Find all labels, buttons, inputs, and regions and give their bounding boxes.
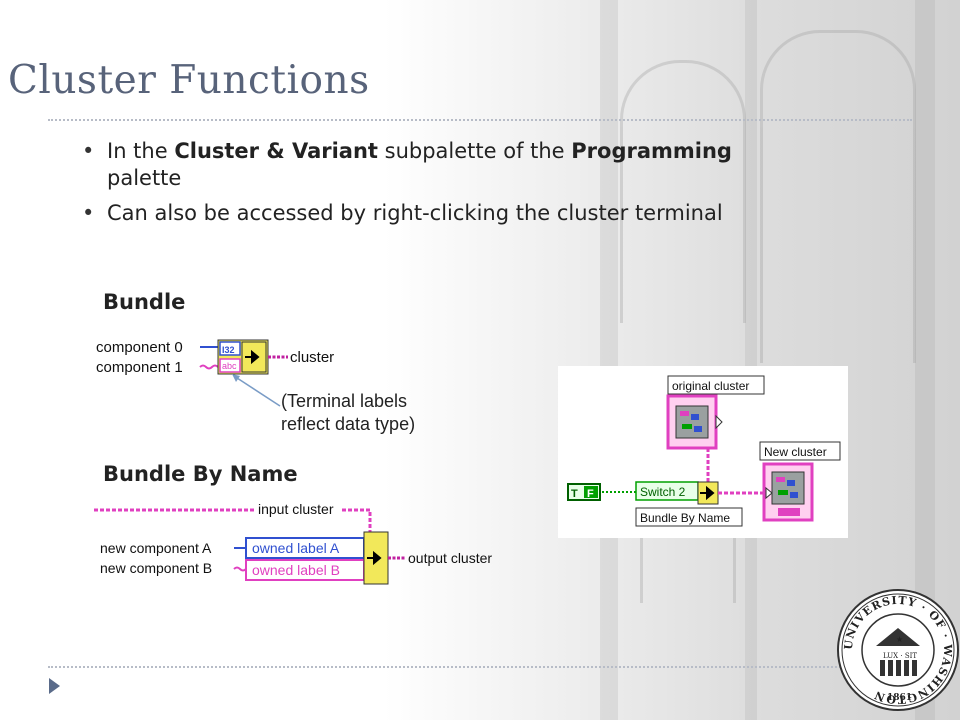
new-cluster-label-box: [759, 441, 841, 461]
note-line-2: reflect data type): [281, 414, 416, 434]
bullet-dot-icon: •: [82, 139, 95, 163]
bullet-text-suffix: palette: [107, 166, 182, 190]
switch-label: Switch 2: [640, 485, 686, 499]
terminal-i32-label: I32: [222, 345, 235, 355]
bullet-item: • Can also be accessed by right-clicking…: [82, 200, 772, 227]
bullet-bold-programming: Programming: [571, 139, 732, 163]
section-label-bundle: Bundle: [103, 290, 186, 314]
bundle-arrow-icon: [367, 550, 382, 566]
bundle-by-name-caption-box: [635, 507, 743, 527]
bullet-text-middle: subpalette of the: [377, 139, 572, 163]
bundle-arrow-icon: [700, 485, 715, 501]
bundle-by-name-diagram: input cluster new component A new compon…: [94, 501, 492, 585]
bullet-dot-icon: •: [82, 201, 95, 225]
example-diagram: original cluster T F Switch 2 Bundle By …: [567, 375, 841, 527]
bundle-arrow-icon: [245, 349, 260, 365]
university-seal-logo: UNIVERSITY · OF · WASHINGTON LUX · SIT 1…: [837, 589, 959, 711]
original-cluster-label: original cluster: [672, 379, 749, 393]
bullet-list: • In the Cluster & Variant subpalette of…: [82, 138, 772, 235]
boolean-t-label: T: [571, 488, 578, 500]
cluster-icon-part: [694, 426, 702, 432]
label-component-0: component 0: [96, 339, 183, 356]
terminal-arrow-icon: [765, 486, 773, 500]
terminal-owned-a-label: owned label A: [252, 540, 340, 556]
terminal-abc: [219, 358, 241, 373]
cluster-icon-part: [776, 477, 785, 482]
bundle-diagram: component 0 component 1 I32 abc cluster: [96, 339, 334, 376]
wire-pink-b: [233, 566, 247, 572]
cluster-icon: [675, 405, 709, 439]
seal-year: 1861: [887, 693, 912, 703]
page-title: Cluster Functions: [8, 58, 370, 103]
boolean-f-label: F: [587, 488, 594, 500]
cluster-icon: [771, 471, 805, 505]
label-input-cluster: input cluster: [258, 501, 334, 517]
label-new-component-b: new component B: [100, 560, 212, 576]
note-line-1: (Terminal labels: [281, 391, 408, 411]
bullet-text-prefix: In the: [107, 139, 175, 163]
title-divider: [48, 119, 912, 121]
svg-text:★: ★: [896, 635, 903, 644]
cluster-icon-part: [790, 492, 798, 498]
cluster-type-icon: [778, 508, 800, 516]
bullet-bold-cluster-variant: Cluster & Variant: [174, 139, 378, 163]
cluster-icon-part: [682, 424, 692, 429]
cluster-icon-part: [680, 411, 689, 416]
cluster-icon-part: [691, 414, 699, 420]
label-cluster: cluster: [290, 349, 334, 366]
original-cluster-label-box: [667, 375, 765, 395]
terminal-arrow-icon: [715, 414, 723, 430]
wire-cluster-down: [342, 508, 372, 532]
bullet-item: • In the Cluster & Variant subpalette of…: [82, 138, 772, 192]
slide-marker-arrow-icon: [49, 678, 60, 694]
label-component-1: component 1: [96, 359, 183, 376]
seal-roof-icon: [876, 628, 920, 646]
terminal-owned-b-label: owned label B: [252, 562, 340, 578]
seal-motto: LUX · SIT: [883, 652, 917, 660]
terminal-abc-label: abc: [222, 361, 237, 371]
terminal-i32: [219, 341, 241, 356]
new-cluster-label: New cluster: [764, 445, 827, 459]
bundle-by-name-caption: Bundle By Name: [640, 511, 730, 525]
bullet-text: Can also be accessed by right-clicking t…: [107, 201, 723, 225]
wire-pink-wavy: [199, 364, 219, 370]
boolean-f-box: [584, 486, 598, 498]
footer-divider: [48, 666, 912, 668]
cluster-icon-part: [787, 480, 795, 486]
section-label-bundle-by-name: Bundle By Name: [103, 462, 298, 486]
label-new-component-a: new component A: [100, 540, 212, 556]
terminal-labels-note: (Terminal labels reflect data type): [281, 390, 415, 436]
annotation-arrow: [232, 374, 281, 407]
label-output-cluster: output cluster: [408, 550, 492, 566]
cluster-icon-part: [778, 490, 788, 495]
